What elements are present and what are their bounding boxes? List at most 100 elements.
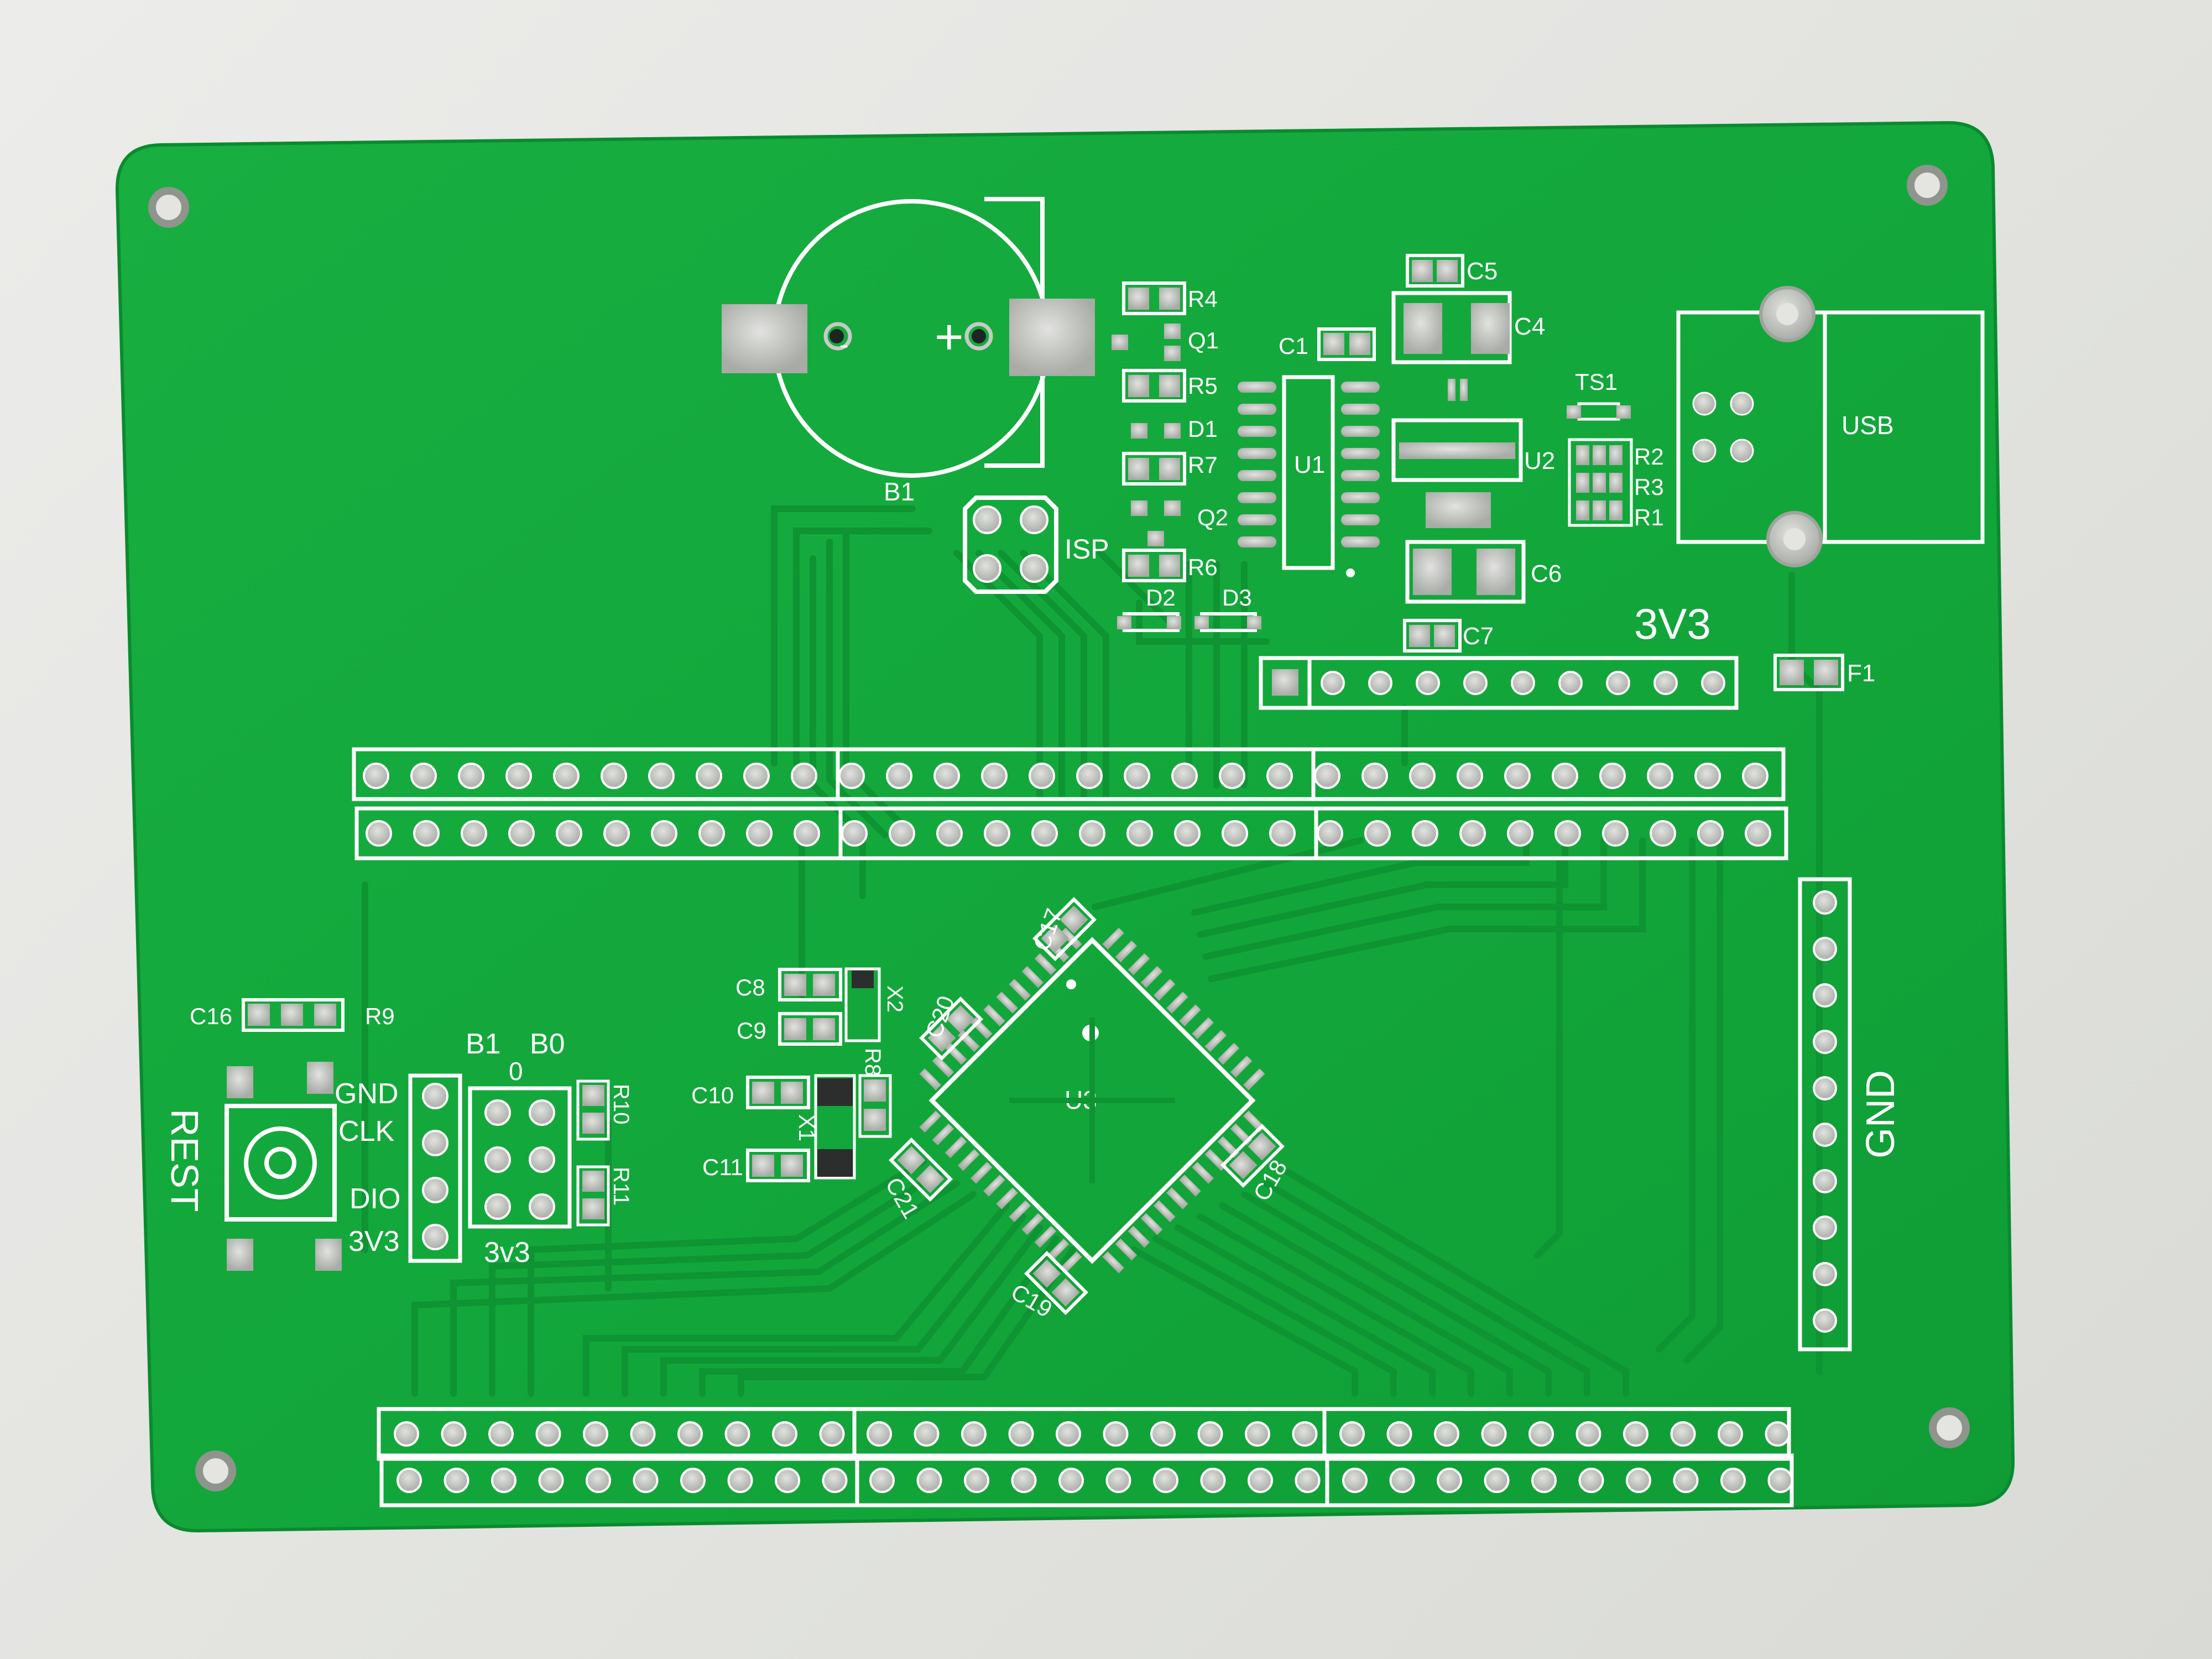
header-pin xyxy=(1531,1468,1557,1493)
power-section: C5 C4 U2 C6 C7 xyxy=(1391,254,1562,653)
header-pin xyxy=(698,820,725,847)
qfp-pin xyxy=(1102,1251,1124,1274)
battery-pad-plus xyxy=(1009,299,1095,376)
header-pin xyxy=(743,763,770,789)
header-pin xyxy=(1029,763,1055,789)
c6-label: C6 xyxy=(1531,560,1562,587)
zero-label: 0 xyxy=(509,1057,523,1086)
qfp-pin xyxy=(1128,1225,1150,1248)
header-pin xyxy=(1463,671,1488,695)
qfp-pin xyxy=(1009,979,1031,1001)
r11-label: R11 xyxy=(609,1167,633,1206)
header-pin xyxy=(1342,1468,1368,1493)
reset-button[interactable] xyxy=(225,1104,337,1222)
header-pin xyxy=(1813,1076,1837,1100)
r9-label: R9 xyxy=(365,1003,395,1029)
header-pin xyxy=(1558,671,1583,695)
mounting-hole-top-left xyxy=(148,187,189,228)
header-pin xyxy=(727,1468,753,1493)
r1-label: R1 xyxy=(1634,504,1664,530)
d3-label: D3 xyxy=(1222,585,1252,611)
header-bottom-row-1 xyxy=(377,1407,1791,1461)
qfp-pin xyxy=(983,1004,1005,1026)
header-pin xyxy=(1626,1468,1651,1493)
header-pin xyxy=(1197,1421,1223,1447)
header-pin xyxy=(1361,763,1388,789)
resistor-network: TS1 R2 R3 R1 xyxy=(1567,369,1664,530)
boot-pin xyxy=(484,1099,511,1126)
header-pin xyxy=(410,763,437,789)
battery-minus-label: - xyxy=(839,329,849,360)
header-pin xyxy=(1124,763,1150,789)
x2-label: X2 xyxy=(883,985,907,1013)
r4-label: R4 xyxy=(1188,286,1218,312)
header-pin xyxy=(914,1421,940,1447)
r8-label: R8 xyxy=(860,1048,885,1076)
c8-label: C8 xyxy=(735,974,765,1000)
c10-label: C10 xyxy=(691,1082,734,1108)
qfp-pin xyxy=(996,1187,1018,1209)
qfp-pin xyxy=(1179,1004,1201,1026)
header-pin xyxy=(633,1468,659,1493)
header-pin xyxy=(1434,1421,1459,1447)
header-pin xyxy=(1076,763,1103,789)
header-pin xyxy=(933,763,960,789)
u1-footprint: U1 C1 xyxy=(1238,327,1380,577)
qfp-pin xyxy=(945,1136,967,1159)
header-pin xyxy=(1457,763,1483,789)
header-pin xyxy=(553,763,580,789)
header-pin xyxy=(1606,671,1630,695)
header-top-row-1 xyxy=(352,747,1786,801)
qfp-pin xyxy=(1153,1200,1176,1222)
qfp-pin xyxy=(1021,966,1044,988)
header-pin xyxy=(1222,820,1248,847)
header-pin xyxy=(366,820,392,847)
header-pin xyxy=(1011,1468,1037,1493)
c4-label: C4 xyxy=(1514,313,1545,340)
qfp-pin xyxy=(1204,1030,1227,1052)
header-pin xyxy=(1437,1468,1462,1493)
header-pin xyxy=(1058,1468,1084,1493)
header-pin xyxy=(1321,671,1345,695)
b1-jumper-label: B1 xyxy=(466,1028,501,1060)
gnd-pin-label: GND xyxy=(335,1078,399,1110)
ts1-label: TS1 xyxy=(1575,369,1618,395)
header-pin xyxy=(1266,763,1293,789)
header-pin xyxy=(1416,671,1440,695)
header-pin xyxy=(1126,820,1153,847)
header-pin xyxy=(696,763,722,789)
header-pin xyxy=(505,763,532,789)
qfp-pin xyxy=(919,1068,942,1091)
header-pin xyxy=(397,1468,422,1493)
header-pin xyxy=(1701,671,1725,695)
header-pin xyxy=(916,1468,942,1493)
qfp-pin xyxy=(1230,1055,1253,1078)
header-pin xyxy=(1314,763,1340,789)
header-pin xyxy=(724,1421,750,1447)
d2-label: D2 xyxy=(1146,585,1176,611)
header-pin xyxy=(1765,1421,1791,1447)
boot-pin xyxy=(529,1146,555,1173)
header-pin xyxy=(867,1421,892,1447)
mounting-hole-bottom-left xyxy=(195,1451,236,1491)
header-pin xyxy=(1105,1468,1131,1493)
boot-pin xyxy=(529,1193,555,1220)
qfp-pin xyxy=(983,1175,1005,1197)
header-pin xyxy=(1813,937,1837,961)
header-gnd-label: GND xyxy=(1859,1070,1903,1159)
header-pin xyxy=(1269,820,1296,847)
header-pin xyxy=(1599,763,1626,789)
header-pin xyxy=(441,1421,467,1447)
qfp-pin xyxy=(957,1149,980,1171)
header-pin xyxy=(1409,763,1436,789)
header-pin xyxy=(775,1468,800,1493)
r6-label: R6 xyxy=(1188,554,1218,580)
qfp-pin xyxy=(1166,992,1188,1014)
usb-label: USB xyxy=(1841,411,1894,440)
header-pin xyxy=(981,763,1008,789)
qfp-pin xyxy=(1060,927,1082,950)
header-3v3-label: 3V3 xyxy=(1634,599,1711,648)
battery-designator: B1 xyxy=(884,477,915,506)
header-pin xyxy=(1697,820,1724,847)
header-pin xyxy=(488,1421,514,1447)
